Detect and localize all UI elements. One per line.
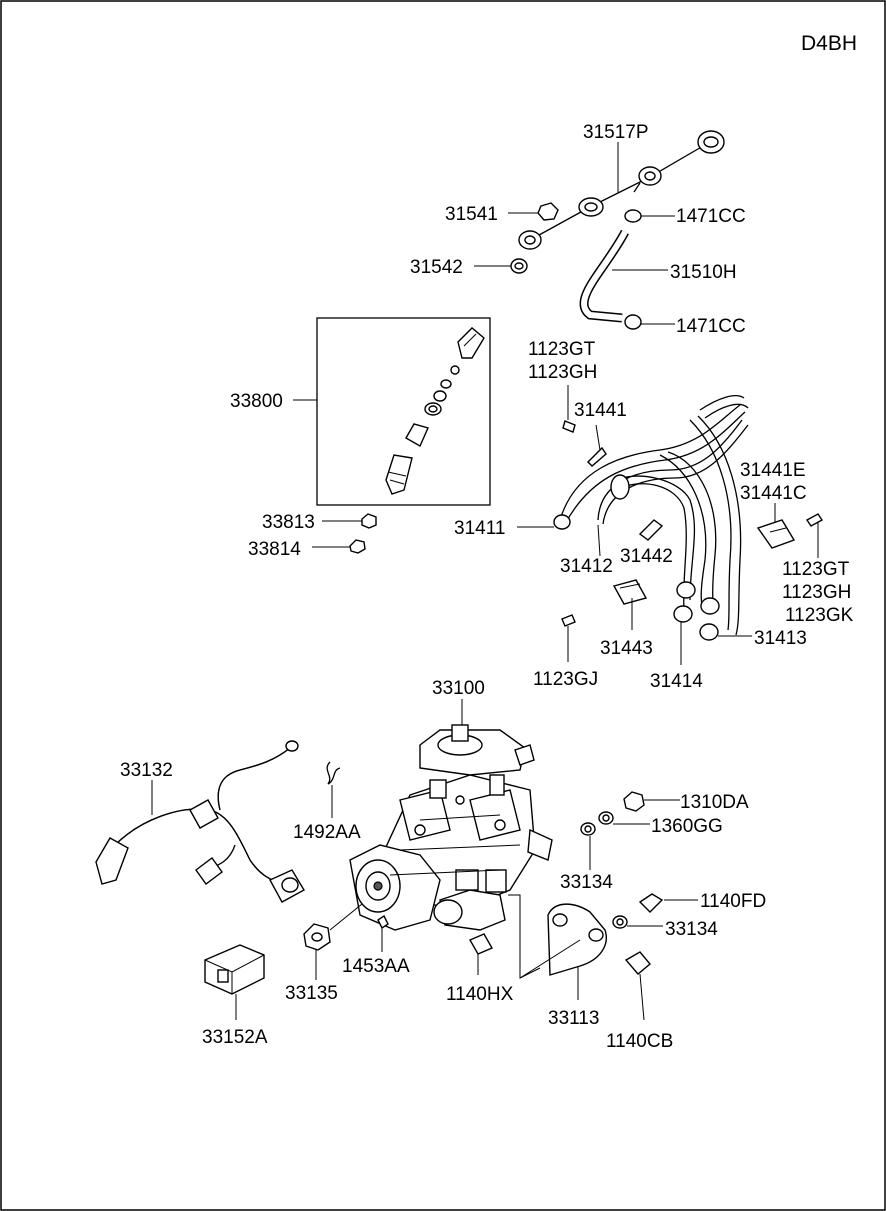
label-31443: 31443 xyxy=(600,638,653,659)
clamp-31441 xyxy=(587,446,607,467)
bolt-1123GJ xyxy=(561,614,576,627)
label-33134-upper: 33134 xyxy=(560,872,613,893)
bolt-1123GT-upper xyxy=(562,420,576,433)
washer-33814 xyxy=(349,539,366,554)
label-1123GT-lower: 1123GT xyxy=(782,559,850,580)
label-31517P: 31517P xyxy=(583,122,649,143)
injection-pump-33100 xyxy=(349,724,553,931)
label-33100: 33100 xyxy=(432,678,485,699)
bolt-1140CB xyxy=(624,951,651,975)
label-1123GT-upper: 1123GT xyxy=(528,339,596,360)
clamp-31443 xyxy=(612,579,648,605)
injector-assembly-box xyxy=(316,317,491,506)
hose-clip-1471CC-upper xyxy=(624,209,642,223)
label-31412: 31412 xyxy=(560,556,613,577)
label-33814: 33814 xyxy=(248,539,301,560)
label-1310DA: 1310DA xyxy=(680,792,749,813)
pipe-fitting-31413 xyxy=(699,623,719,641)
label-1471CC-lower: 1471CC xyxy=(676,316,746,337)
clamp-31442 xyxy=(638,519,664,541)
label-33134-lower: 33134 xyxy=(665,919,718,940)
label-31510H: 31510H xyxy=(670,262,737,283)
label-1123GJ: 1123GJ xyxy=(533,669,598,690)
nut-31541 xyxy=(537,202,559,221)
injector-33800 xyxy=(385,327,485,495)
bracket-31441E xyxy=(756,519,796,549)
label-33813: 33813 xyxy=(262,512,315,533)
label-1140FD: 1140FD xyxy=(700,891,766,912)
return-pipe-31517P xyxy=(518,130,725,250)
label-31441: 31441 xyxy=(574,400,627,421)
label-1123GK: 1123GK xyxy=(785,605,854,626)
label-31541: 31541 xyxy=(445,204,498,225)
label-33152A: 33152A xyxy=(202,1027,268,1048)
label-31542: 31542 xyxy=(410,257,463,278)
wiring-harness-33132 xyxy=(95,740,305,903)
injection-pipes xyxy=(559,395,749,636)
hose-clip-1471CC-lower xyxy=(624,314,642,330)
nut-1310DA xyxy=(623,791,645,812)
label-33800: 33800 xyxy=(230,391,283,412)
label-31414: 31414 xyxy=(650,671,703,692)
bolt-1140HX xyxy=(469,933,493,955)
key-1453AA xyxy=(377,914,389,930)
label-1360GG: 1360GG xyxy=(651,816,723,837)
clip-1492AA xyxy=(326,761,341,785)
label-1492AA: 1492AA xyxy=(293,822,361,843)
label-33135: 33135 xyxy=(285,983,338,1004)
label-31442: 31442 xyxy=(620,546,673,567)
engine-code: D4BH xyxy=(801,32,857,55)
pipe-fitting-31414 xyxy=(673,605,693,623)
label-1140HX: 1140HX xyxy=(446,984,514,1005)
pipe-fitting-b xyxy=(700,597,720,615)
label-1123GH-upper: 1123GH xyxy=(528,362,597,383)
bolt-1140FD xyxy=(638,893,664,913)
label-31441E: 31441E xyxy=(740,460,806,481)
label-31413: 31413 xyxy=(754,628,807,649)
washer-33813 xyxy=(361,513,377,529)
bolt-1123GT-lower xyxy=(805,513,824,527)
label-1471CC-upper: 1471CC xyxy=(676,206,746,227)
label-1140CB: 1140CB xyxy=(606,1031,673,1052)
label-31411: 31411 xyxy=(454,518,505,539)
label-1123GH-lower: 1123GH xyxy=(782,582,851,603)
pipe-fitting-a xyxy=(676,581,696,599)
cover-33152A xyxy=(204,944,265,995)
label-33113: 33113 xyxy=(548,1008,599,1029)
label-31441C: 31441C xyxy=(740,483,807,504)
pipe-end-31411 xyxy=(553,514,571,530)
label-1453AA: 1453AA xyxy=(342,956,410,977)
label-33132: 33132 xyxy=(120,760,173,781)
